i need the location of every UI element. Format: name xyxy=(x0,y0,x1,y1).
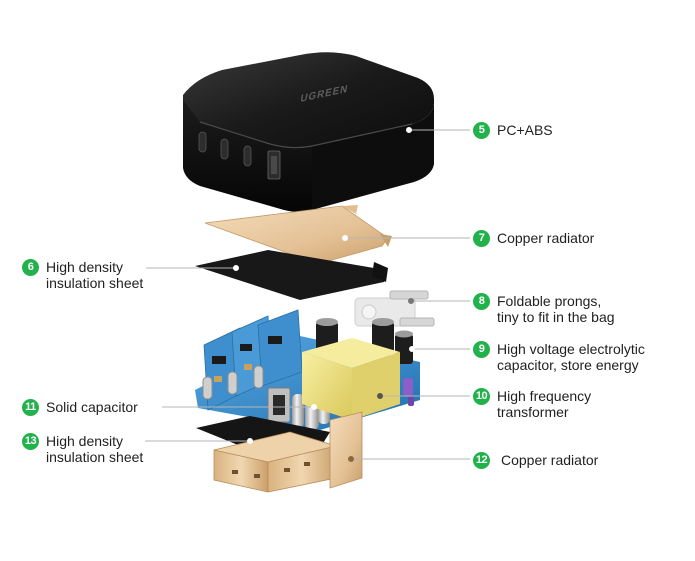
callout-7: 7 Copper radiator xyxy=(473,230,594,247)
callout-7-text: Copper radiator xyxy=(497,230,595,246)
callout-12-badge: 12 xyxy=(473,452,490,469)
leader-dots xyxy=(233,127,415,462)
callout-12: 12 Copper radiator xyxy=(473,452,598,469)
leader-lines xyxy=(145,129,470,460)
charger-casing: UGREEN xyxy=(183,52,434,212)
callout-8: 8 Foldable prongs, tiny to fit in the ba… xyxy=(473,293,615,325)
copper-radiator-top xyxy=(204,205,392,265)
callout-11-badge: 11 xyxy=(22,399,39,416)
callout-13-badge: 13 xyxy=(22,433,39,450)
copper-radiator-bottom xyxy=(213,411,363,493)
usb-c-port-3 xyxy=(243,145,252,167)
callout-9-badge: 9 xyxy=(473,341,490,358)
foldable-prongs xyxy=(354,290,435,327)
callout-8-text-line1: Foldable prongs, xyxy=(497,293,602,309)
usb-c-port-1 xyxy=(198,131,207,153)
callout-8-badge: 8 xyxy=(473,293,490,310)
callout-13-text-line2: insulation sheet xyxy=(46,449,144,465)
callout-9-text-line1: High voltage electrolytic xyxy=(497,341,645,357)
callout-6-text-line2: insulation sheet xyxy=(46,275,144,291)
callout-10: 10 High frequency transformer xyxy=(473,388,591,420)
callout-10-text-line2: transformer xyxy=(497,404,569,420)
callout-6: 6 High density insulation sheet xyxy=(22,259,143,291)
callout-10-text-line1: High frequency xyxy=(497,388,592,404)
callout-7-badge: 7 xyxy=(473,230,490,247)
transformer xyxy=(302,338,400,420)
usb-c-port-2 xyxy=(220,138,229,160)
callout-5: 5 PC+ABS xyxy=(473,122,553,139)
callout-12-text: Copper radiator xyxy=(501,452,599,468)
callout-6-badge: 6 xyxy=(22,259,39,276)
callout-11: 11 Solid capacitor xyxy=(22,399,138,416)
callout-6-text-line1: High density xyxy=(46,259,124,275)
callout-13-text-line1: High density xyxy=(46,433,124,449)
callout-13: 13 High density insulation sheet xyxy=(22,433,143,465)
callout-9-text-line2: capacitor, store energy xyxy=(497,357,639,373)
pcb-assembly xyxy=(195,309,420,430)
callout-5-text: PC+ABS xyxy=(497,122,553,138)
callout-11-text: Solid capacitor xyxy=(46,399,138,415)
callout-8-text-line2: tiny to fit in the bag xyxy=(497,309,615,325)
insulation-sheet-top xyxy=(195,250,388,300)
callout-10-badge: 10 xyxy=(473,388,490,405)
callout-9: 9 High voltage electrolytic capacitor, s… xyxy=(473,341,645,373)
callout-5-badge: 5 xyxy=(473,122,490,139)
